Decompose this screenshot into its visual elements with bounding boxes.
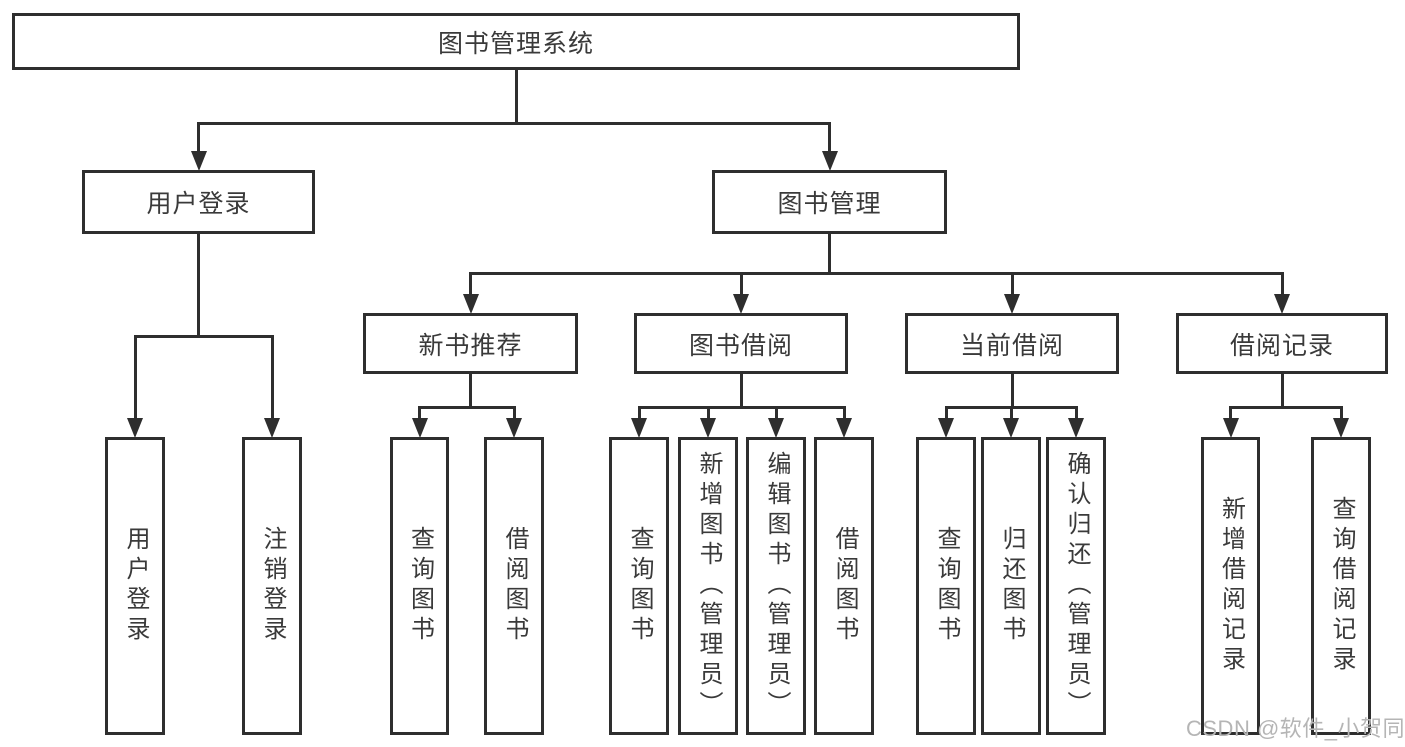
node-label: 借阅图书 bbox=[831, 526, 858, 646]
connector-line bbox=[828, 122, 831, 152]
node-label: 查询图书 bbox=[933, 526, 960, 646]
connector-line bbox=[739, 374, 743, 409]
connector-line bbox=[469, 374, 472, 409]
arrow-down-icon bbox=[506, 418, 522, 438]
node-current-borrow: 当前借阅 bbox=[905, 313, 1119, 374]
node-label: 图书借阅 bbox=[688, 331, 793, 360]
connector-line bbox=[197, 122, 831, 125]
node-label: 借阅记录 bbox=[1229, 331, 1334, 360]
connector-line bbox=[469, 272, 472, 295]
node-label: 查询图书 bbox=[406, 526, 434, 646]
node-root: 图书管理系统 bbox=[12, 13, 1020, 70]
node-bb-borrow: 借阅图书 bbox=[814, 437, 874, 735]
node-label: 查询图书 bbox=[626, 526, 653, 646]
arrow-down-icon bbox=[264, 418, 280, 438]
node-label: 确认归还（管理员） bbox=[1063, 451, 1090, 721]
node-logout: 注销登录 bbox=[242, 437, 302, 735]
connector-line bbox=[197, 122, 200, 152]
node-label: 图书管理 bbox=[777, 190, 882, 218]
connector-line bbox=[1280, 272, 1284, 295]
arrow-down-icon bbox=[1004, 294, 1020, 314]
node-bb-query: 查询图书 bbox=[609, 437, 669, 735]
arrow-down-icon bbox=[768, 418, 784, 438]
connector-line bbox=[270, 335, 274, 419]
arrow-down-icon bbox=[1222, 418, 1239, 438]
connector-line bbox=[944, 406, 948, 419]
watermark: CSDN @软件_小贺同学 bbox=[1186, 716, 1405, 741]
node-label: 编辑图书（管理员） bbox=[763, 451, 790, 721]
arrow-down-icon bbox=[700, 418, 716, 438]
connector-line bbox=[1010, 374, 1014, 409]
connector-line bbox=[1339, 406, 1343, 419]
arrow-down-icon bbox=[631, 418, 647, 438]
node-label: 新书推荐 bbox=[418, 331, 523, 360]
node-borrow-records: 借阅记录 bbox=[1176, 313, 1388, 374]
connector-line bbox=[842, 406, 846, 419]
connector-line bbox=[197, 234, 200, 338]
connector-line bbox=[1074, 406, 1078, 419]
connector-line bbox=[133, 335, 137, 419]
arrow-down-icon bbox=[1274, 294, 1290, 314]
node-br-query: 查询借阅记录 bbox=[1311, 437, 1371, 735]
node-label: 用户登录 bbox=[122, 526, 149, 646]
node-cb-query: 查询图书 bbox=[916, 437, 976, 735]
node-br-add: 新增借阅记录 bbox=[1201, 437, 1260, 735]
node-label: 用户登录 bbox=[146, 190, 251, 218]
node-user-login: 用户登录 bbox=[82, 170, 315, 234]
connector-line bbox=[1009, 406, 1013, 419]
connector-line bbox=[1010, 272, 1014, 295]
node-label: 注销登录 bbox=[259, 526, 286, 646]
arrow-down-icon bbox=[938, 418, 954, 438]
connector-line bbox=[637, 406, 846, 409]
connector-line bbox=[828, 234, 831, 275]
node-rec-query: 查询图书 bbox=[390, 437, 449, 735]
node-cb-return: 归还图书 bbox=[981, 437, 1041, 735]
node-label: 新增图书（管理员） bbox=[695, 451, 722, 721]
connector-line bbox=[1229, 406, 1232, 419]
arrow-down-icon bbox=[821, 151, 838, 171]
node-rec-borrow: 借阅图书 bbox=[484, 437, 544, 735]
node-login: 用户登录 bbox=[105, 437, 165, 735]
connector-line bbox=[514, 70, 518, 125]
node-book-borrow: 图书借阅 bbox=[634, 313, 848, 374]
node-label: 图书管理系统 bbox=[437, 29, 594, 58]
connector-line bbox=[418, 406, 516, 409]
arrow-down-icon bbox=[1003, 418, 1019, 438]
arrow-down-icon bbox=[462, 294, 479, 314]
node-cb-confirm: 确认归还（管理员） bbox=[1046, 437, 1106, 735]
node-label: 查询借阅记录 bbox=[1328, 496, 1355, 676]
connector-line bbox=[133, 335, 274, 338]
node-label: 归还图书 bbox=[998, 526, 1025, 646]
arrow-down-icon bbox=[1333, 418, 1349, 438]
connector-line bbox=[706, 406, 710, 419]
node-bb-edit: 编辑图书（管理员） bbox=[746, 437, 806, 735]
connector-line bbox=[512, 406, 516, 419]
node-label: 借阅图书 bbox=[501, 526, 528, 646]
arrow-down-icon bbox=[733, 294, 749, 314]
connector-line bbox=[739, 272, 743, 295]
arrow-down-icon bbox=[411, 418, 428, 438]
connector-line bbox=[637, 406, 641, 419]
arrow-down-icon bbox=[836, 418, 852, 438]
node-new-book-rec: 新书推荐 bbox=[363, 313, 578, 374]
node-label: 新增借阅记录 bbox=[1217, 496, 1245, 676]
connector-line bbox=[774, 406, 778, 419]
connector-line bbox=[418, 406, 421, 419]
node-label: 当前借阅 bbox=[959, 331, 1064, 360]
arrow-down-icon bbox=[127, 418, 143, 438]
connector-line bbox=[1280, 374, 1284, 409]
connector-line bbox=[469, 272, 1284, 275]
arrow-down-icon bbox=[1068, 418, 1084, 438]
connector-line bbox=[1229, 406, 1343, 409]
node-book-mgmt: 图书管理 bbox=[712, 170, 947, 234]
node-bb-add: 新增图书（管理员） bbox=[678, 437, 738, 735]
arrow-down-icon bbox=[190, 151, 207, 171]
